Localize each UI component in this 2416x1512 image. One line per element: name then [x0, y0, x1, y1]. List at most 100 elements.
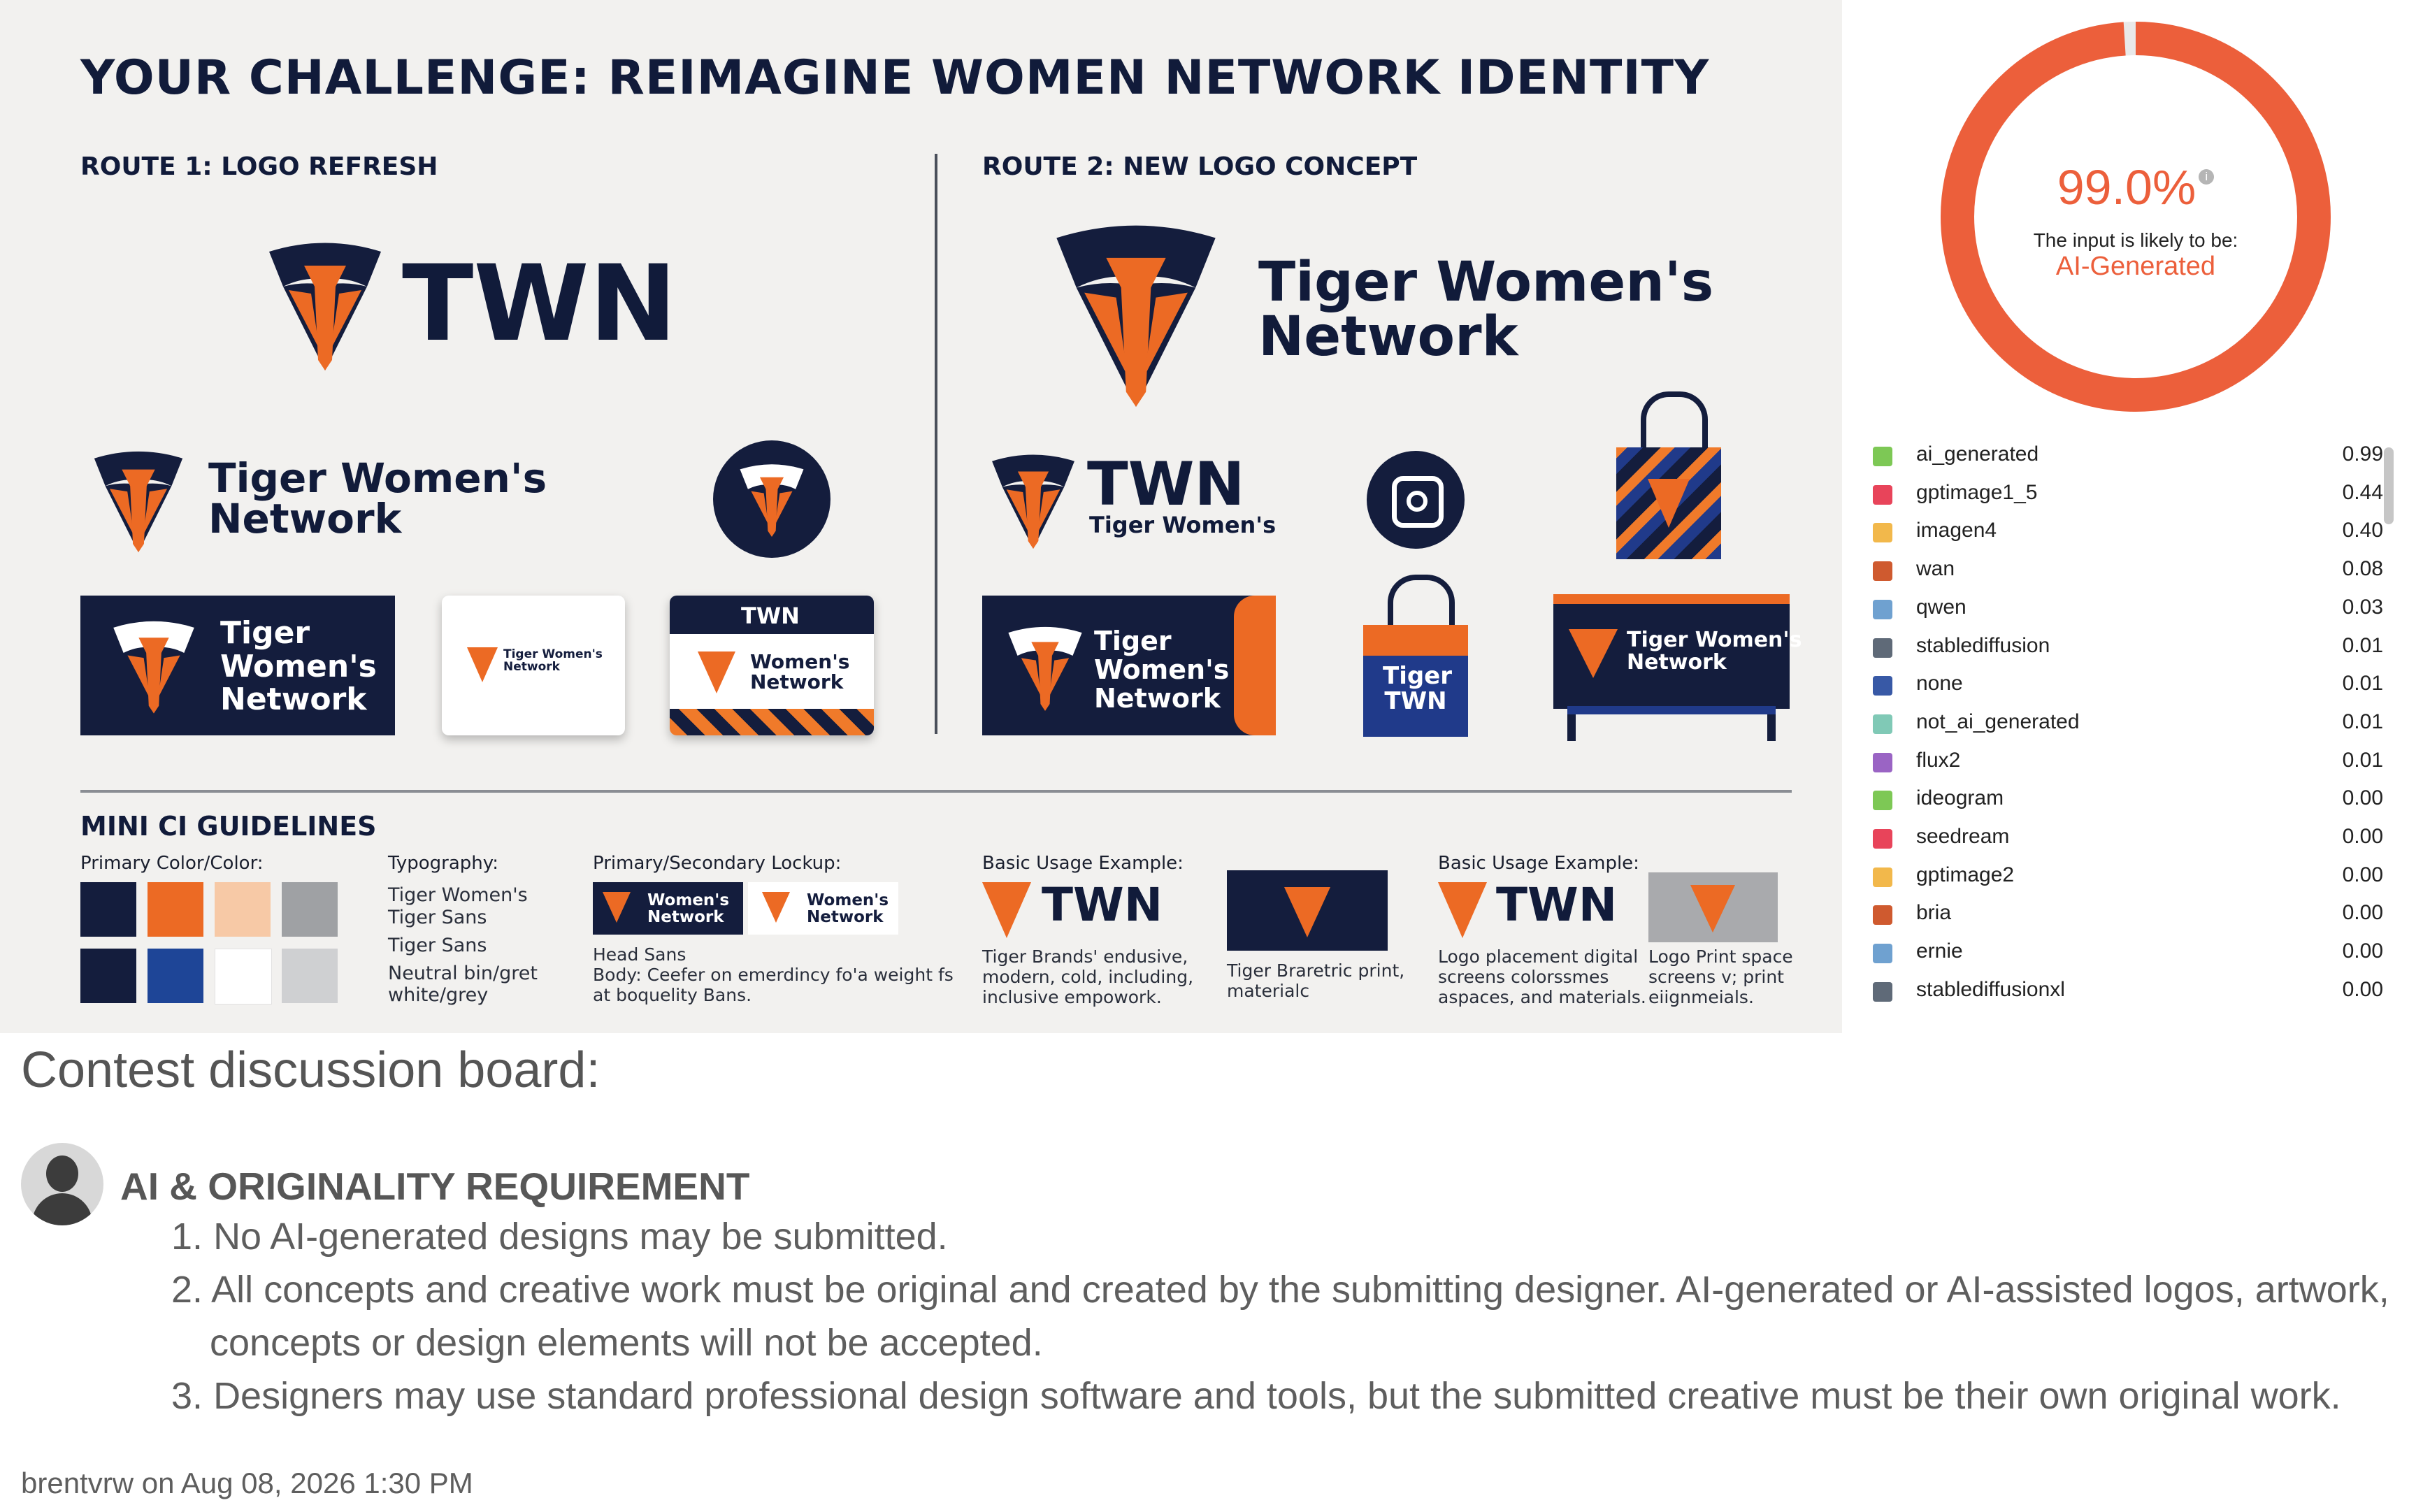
score-row-bria: bria 0.00	[1873, 895, 2383, 934]
score-row-label: flux2	[1916, 748, 1961, 772]
tiger-card-icon	[113, 621, 194, 714]
score-gauge	[1941, 22, 2331, 412]
tiger-shield-large-icon	[1056, 225, 1216, 407]
guidelines-heading: MINI CI GUIDELINES	[80, 811, 377, 842]
tiger-mini-icon-2	[698, 651, 735, 693]
legend-swatch-icon	[1873, 523, 1892, 543]
swatch-grey	[282, 882, 338, 937]
typography-line-4: Neutral bin/gret	[388, 962, 538, 984]
info-icon[interactable]: i	[2199, 169, 2215, 185]
swatch-white	[215, 949, 272, 1005]
score-row-label: not_ai_generated	[1916, 710, 2080, 733]
primary-lockup: Women's Network	[593, 882, 743, 935]
route1-business-card: Tiger Women's Network	[80, 596, 395, 735]
swatch-dark-navy	[80, 949, 136, 1003]
legend-swatch-icon	[1873, 599, 1892, 619]
color-label: Primary Color/Color:	[80, 853, 264, 874]
score-row-value: 0.00	[2342, 825, 2383, 848]
route1-card1-line3: Network	[220, 682, 367, 718]
route2-main-line2: Network	[1258, 305, 1518, 368]
secondary-lockup-line2: Network	[807, 908, 884, 927]
swatch-blue	[148, 949, 203, 1003]
score-row-value: 0.40	[2342, 519, 2383, 542]
score-list-scrollbar[interactable]	[2384, 447, 2394, 524]
tiger-shield-small-icon	[94, 451, 183, 552]
legend-swatch-icon	[1873, 484, 1892, 505]
usage2-print-sample	[1648, 872, 1778, 942]
typography-line-2: Tiger Sans	[388, 906, 487, 928]
tiger-shield-lockup-icon	[992, 454, 1074, 549]
design-board-image: YOUR CHALLENGE: REIMAGINE WOMEN NETWORK …	[0, 0, 1842, 1033]
usage1-wordmark: TWN	[1042, 878, 1163, 932]
legend-swatch-icon	[1873, 638, 1892, 658]
board-title: YOUR CHALLENGE: REIMAGINE WOMEN NETWORK …	[80, 50, 1710, 106]
route2-label: ROUTE 2: NEW LOGO CONCEPT	[982, 152, 1418, 181]
route2-lockup-sub: Tiger Women's	[1089, 512, 1277, 538]
list-item-2-number: 2.	[171, 1269, 203, 1311]
score-row-value: 0.00	[2342, 863, 2383, 886]
post-byline: brentvrw on Aug 08, 2026 1:30 PM	[21, 1467, 473, 1499]
score-row-label: bria	[1916, 901, 1952, 925]
swatch-peach	[215, 882, 271, 937]
route2-screen-mockup: Tiger Women's Network	[1553, 594, 1802, 744]
tiger-print2-icon	[1690, 885, 1735, 933]
score-row-label: qwen	[1916, 595, 1966, 619]
typography-line-3: Tiger Sans	[388, 934, 487, 956]
usage2-line-1: Logo placement digital	[1438, 946, 1639, 967]
score-row-label: wan	[1916, 557, 1955, 581]
route2-card1-line2: Women's	[1094, 654, 1230, 686]
route1-pattern-card: Tiger Women's Network	[442, 596, 625, 735]
tote-handle-icon-2	[1388, 575, 1455, 636]
typography-line-5: white/grey	[388, 984, 489, 1007]
legend-swatch-icon	[1873, 714, 1892, 734]
user-avatar-icon[interactable]	[21, 1143, 103, 1225]
lockup-note-1: Head Sans	[593, 944, 686, 965]
usage2b-line-2: screens v; print	[1648, 966, 1784, 987]
tote-bag-top	[1616, 391, 1721, 559]
route2-main-line1: Tiger Women's	[1258, 251, 1714, 314]
score-row-label: gptimage1_5	[1916, 480, 2038, 504]
verdict-label: AI-Generated	[2055, 252, 2216, 281]
score-row-value: 0.00	[2342, 939, 2383, 963]
route2-tote-line2: TWN	[1384, 686, 1447, 715]
list-item-3: 3. Designers may use standard profession…	[171, 1374, 2341, 1418]
usage1-label: Basic Usage Example:	[982, 853, 1184, 874]
score-percent: 99.0%	[2057, 160, 2196, 215]
score-row-imagen4: imagen4 0.40	[1873, 513, 2383, 552]
screen-panel: Tiger Women's Network	[1553, 594, 1802, 709]
score-row-value: 0.00	[2342, 977, 2383, 1001]
score-row-label: none	[1916, 672, 1963, 696]
usage2-line-2: screens colorssmes	[1438, 966, 1609, 987]
legend-swatch-icon	[1873, 981, 1892, 1002]
list-item-2-text: All concepts and creative work must be o…	[211, 1269, 2389, 1311]
post-title: AI & ORIGINALITY REQUIREMENT	[120, 1165, 750, 1208]
tiger-tote-icon	[1648, 479, 1690, 528]
score-row-label: imagen4	[1916, 519, 1997, 542]
score-row-label: ideogram	[1916, 786, 2004, 810]
score-row-value: 0.00	[2342, 901, 2383, 925]
primary-lockup-line1: Women's	[647, 891, 730, 909]
usage2-wordmark: TWN	[1496, 878, 1618, 932]
route2-tote-line1: Tiger	[1383, 662, 1453, 690]
secondary-lockup-line1: Women's	[807, 891, 889, 909]
usage1b-line-2: materialc	[1227, 980, 1310, 1001]
tiger-usage2-icon	[1438, 882, 1487, 938]
route1-lockup-line2: Network	[208, 495, 402, 542]
guidelines-divider	[80, 790, 1792, 793]
route2-screen-line2: Network	[1627, 649, 1727, 675]
color-swatches	[80, 882, 346, 1005]
list-item-2: 2. All concepts and creative work must b…	[171, 1268, 2389, 1311]
route2-lockup-wordmark: TWN	[1087, 449, 1245, 519]
score-row-value: 0.99	[2342, 442, 2383, 466]
legend-swatch-icon	[1873, 561, 1892, 582]
